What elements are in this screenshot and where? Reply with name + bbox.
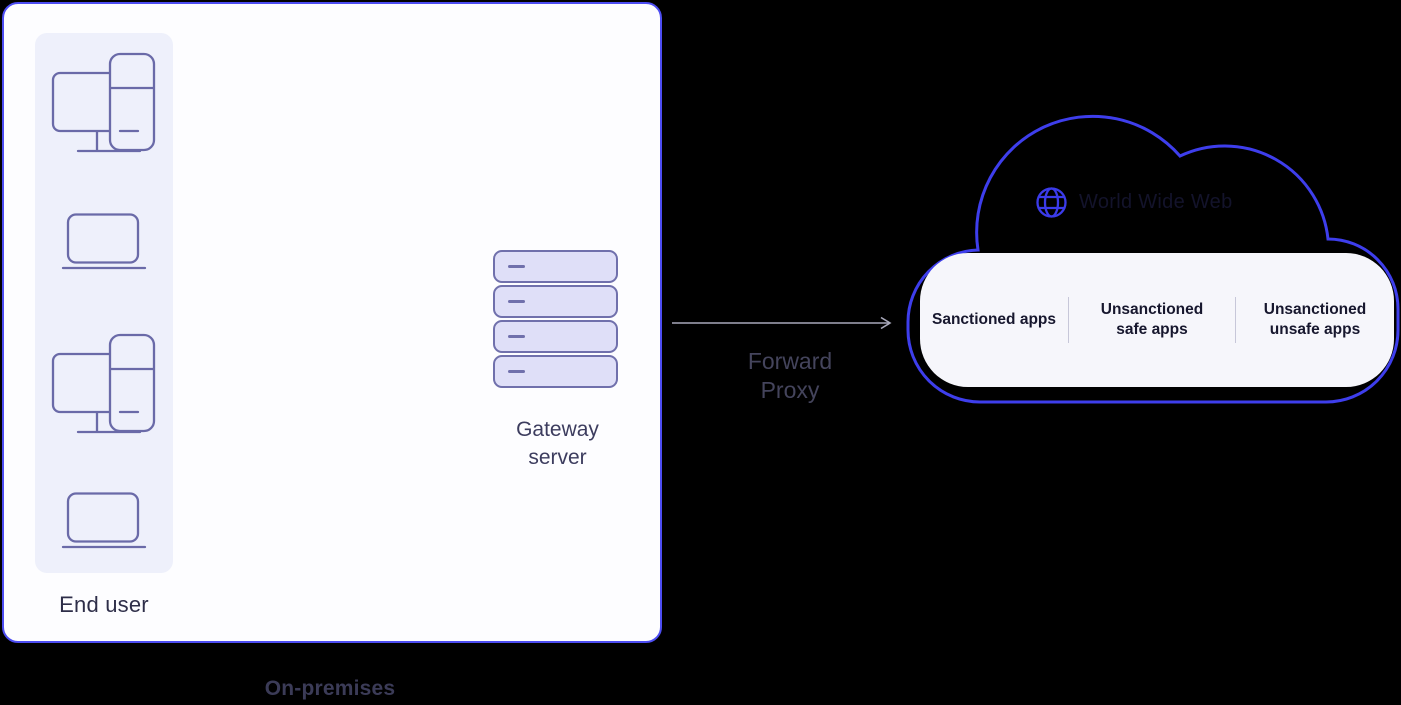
- end-user-panel: [35, 33, 173, 573]
- server-led-dash: [508, 300, 525, 303]
- app-category-label: Unsanctioned safe apps: [1100, 301, 1204, 338]
- end-user-label: End user: [59, 592, 149, 617]
- forward-proxy-label: Forward Proxy: [747, 348, 833, 403]
- server-segment: [493, 355, 618, 388]
- app-category-label: Unsanctioned unsafe apps: [1263, 301, 1367, 338]
- cloud-outline: [906, 114, 1400, 404]
- apps-pill: Sanctioned apps Unsanctioned safe apps U…: [920, 253, 1394, 387]
- app-divider: [1068, 297, 1069, 343]
- app-category-sanctioned: Sanctioned apps: [920, 253, 1068, 387]
- server-led-dash: [508, 265, 525, 268]
- www-label: World Wide Web: [1079, 191, 1233, 213]
- app-category-unsanctioned-unsafe: Unsanctioned unsafe apps: [1236, 253, 1394, 387]
- server-segment: [493, 250, 618, 283]
- app-divider: [1235, 297, 1236, 343]
- world-wide-web-header: World Wide Web: [1035, 186, 1233, 219]
- gateway-server-label: Gateway server: [516, 418, 599, 469]
- server-led-dash: [508, 370, 525, 373]
- app-category-unsanctioned-safe: Unsanctioned safe apps: [1069, 253, 1235, 387]
- gateway-server-icon: [493, 250, 618, 390]
- right-arrow-icon: [672, 316, 892, 330]
- server-led-dash: [508, 335, 525, 338]
- app-category-label: Sanctioned apps: [931, 311, 1057, 328]
- server-segment: [493, 285, 618, 318]
- globe-icon: [1036, 187, 1067, 218]
- on-premises-label: On-premises: [264, 677, 396, 700]
- server-segment: [493, 320, 618, 353]
